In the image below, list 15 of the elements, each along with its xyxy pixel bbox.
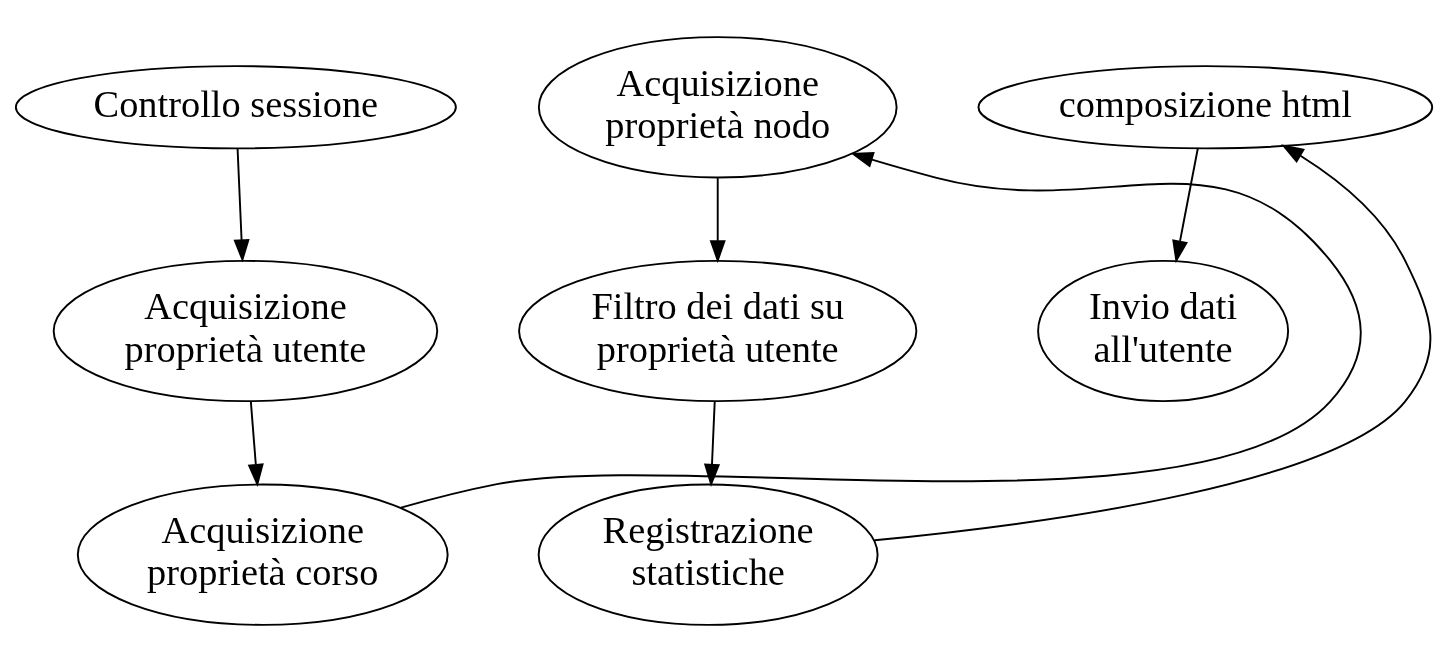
node-ellipse: composizione html [977, 64, 1434, 149]
arrow [400, 151, 1362, 509]
node-ellipse: Acquisizione proprietà nodo [537, 35, 898, 178]
node-ellipse: Filtro dei dati su proprietà utente [518, 259, 918, 402]
arrow [709, 176, 726, 263]
node-ellipse: Registrazione statistiche [537, 483, 879, 626]
node-ellipse: Controllo sessione [14, 64, 457, 149]
arrow [233, 146, 250, 262]
arrow [703, 400, 721, 487]
node-ellipse: Acquisizione proprietà utente [52, 259, 439, 402]
node-ellipse: Acquisizione proprietà corso [76, 483, 449, 626]
node-ellipse: Invio dati all'utente [1037, 259, 1290, 402]
arrow [247, 400, 264, 487]
arrow [873, 143, 1432, 541]
arrow [1172, 146, 1199, 263]
